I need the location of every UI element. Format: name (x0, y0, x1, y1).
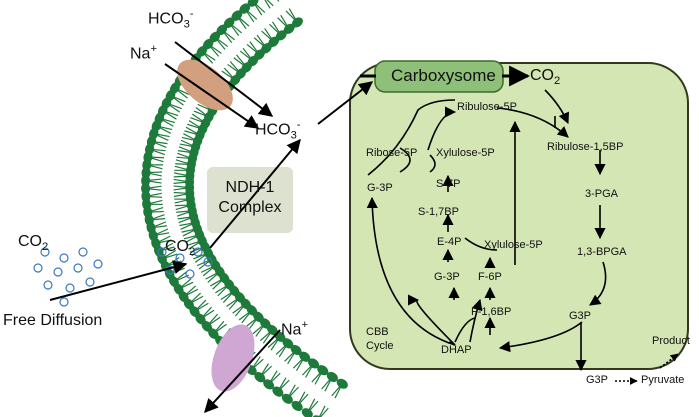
ribulose-15bp: Ribulose-1,5BP (547, 141, 624, 153)
product-output: Product (652, 335, 690, 347)
membrane-arrows (49, 41, 531, 414)
g-3p-left: G-3P (367, 182, 393, 194)
xylulose-5p-upper: Xylulose-5P (436, 147, 495, 159)
co2-outside-label: CO2 (18, 233, 49, 254)
cell-compartment (349, 62, 689, 370)
co2-inside-label: CO2 (165, 238, 196, 259)
g3p-output: G3P (586, 374, 609, 386)
bicarbonate-label: HCO3- (255, 119, 301, 142)
f-16bp: F-1,6BP (471, 306, 512, 318)
sodium-top-label: Na+ (130, 43, 157, 63)
hco3-outside-label: HCO3- (148, 8, 194, 31)
g-3p-mid: G-3P (434, 271, 460, 283)
ndh-complex-label: NDH-1 Complex (218, 179, 282, 216)
bicarbonate-transporter (177, 59, 233, 111)
3-pga: 3-PGA (585, 188, 619, 200)
carboxysome-label: Carboxysome (391, 66, 496, 85)
xylulose-5p-lower: Xylulose-5P (484, 239, 543, 251)
s-7p: S-7P (436, 178, 461, 190)
sodium-bottom-label: Na+ (281, 319, 308, 339)
f-6p: F-6P (478, 271, 502, 283)
s-17bp: S-1,7BP (418, 206, 459, 218)
ribose-5p: Ribose-5P (366, 147, 418, 159)
co2-bubbles (33, 247, 213, 307)
sodium-transporter (211, 324, 255, 392)
e-4p: E-4P (437, 236, 462, 248)
co2-released-label: CO2 (530, 67, 561, 88)
pyruvate-output: Pyruvate (641, 374, 685, 386)
g3p-right: G3P (569, 310, 592, 322)
ribulose-5p: Ribulose-5P (457, 101, 517, 113)
cbb-cycle-arrows (366, 89, 607, 372)
cbb-cycle-label: CBB Cycle (366, 326, 394, 353)
13-bpga: 1,3-BPGA (577, 246, 627, 258)
dhap: DHAP (441, 344, 472, 356)
free-diffusion-label: Free Diffusion (3, 312, 103, 329)
